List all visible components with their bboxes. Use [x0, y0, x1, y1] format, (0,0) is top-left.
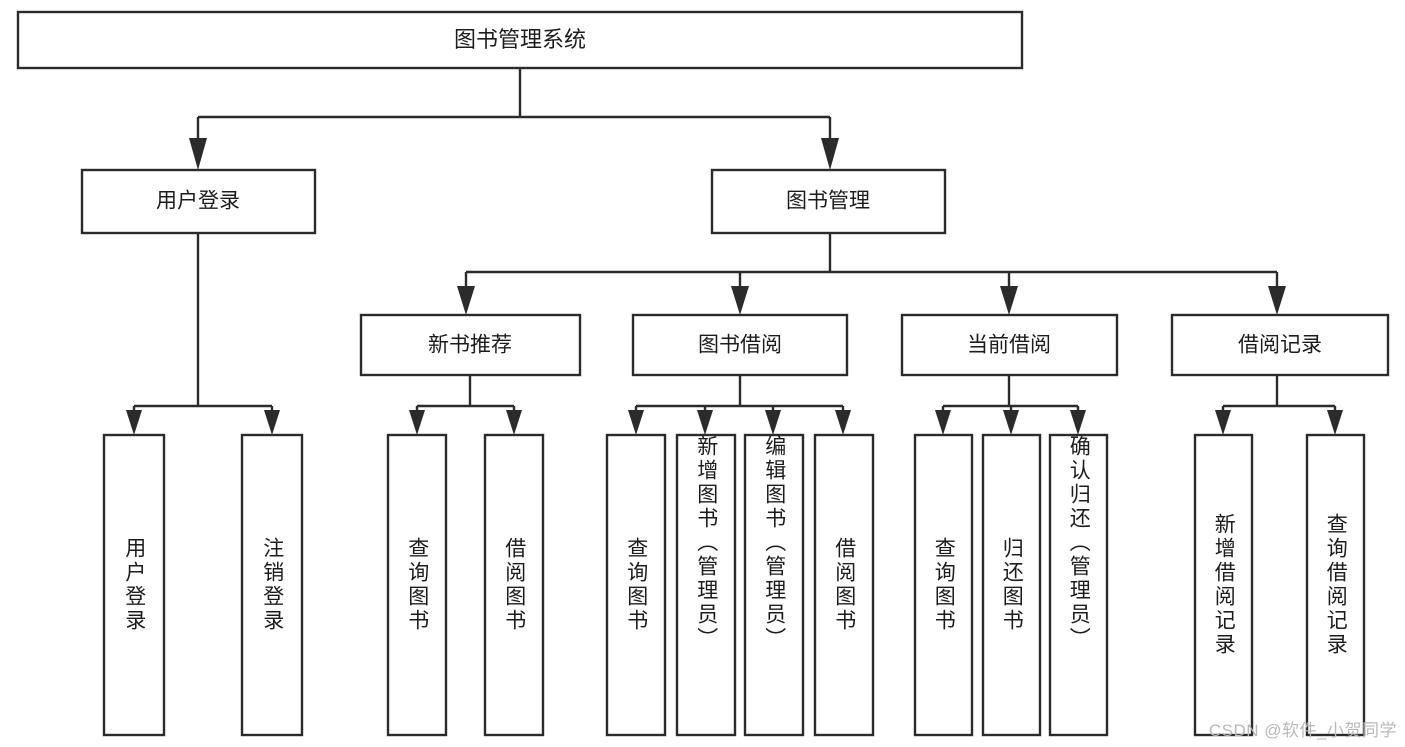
node-label: 图书管理 — [786, 190, 870, 213]
connector-bookmanage-to-level3 — [457, 233, 1286, 315]
node-book-manage[interactable]: 图书管理 — [710, 168, 947, 235]
arrow-icon — [1070, 410, 1086, 435]
leaf-box-current-borrow-1[interactable] — [913, 433, 974, 737]
connector-newbook-to-leaves — [409, 375, 522, 435]
node-label: 用户登录 — [156, 190, 240, 213]
arrow-icon — [697, 410, 713, 435]
node-borrow-record[interactable]: 借阅记录 — [1170, 313, 1390, 377]
leaf-box-book-borrow-4[interactable] — [813, 433, 875, 737]
arrow-icon — [628, 410, 644, 435]
node-box — [900, 313, 1119, 377]
node-label: 图书借阅 — [698, 334, 782, 357]
arrow-icon — [731, 286, 749, 315]
arrow-icon — [126, 410, 142, 435]
arrow-icon — [935, 410, 951, 435]
node-box — [359, 313, 582, 377]
arrow-icon — [189, 138, 207, 170]
connector-borrowrecord-to-leaves — [1215, 375, 1343, 435]
node-box — [16, 10, 1024, 70]
arrow-icon — [765, 410, 781, 435]
connector-userlogin-to-leaves — [126, 233, 280, 435]
watermark: CSDN @软件_小贺同学 — [1208, 721, 1397, 740]
leaf-box-book-borrow-1[interactable] — [605, 433, 667, 737]
leaf-box-user-login-1[interactable] — [102, 433, 166, 737]
node-box — [710, 168, 947, 235]
arrow-icon — [457, 286, 475, 315]
leaf-box-new-book-1[interactable] — [386, 433, 448, 737]
leaf-box-book-borrow-3[interactable] — [743, 433, 805, 737]
arrow-icon — [821, 138, 839, 170]
leaf-box-current-borrow-3[interactable] — [1048, 433, 1109, 737]
connector-currentborrow-to-leaves — [935, 375, 1086, 435]
leaf-box-new-book-2[interactable] — [483, 433, 545, 737]
arrow-icon — [506, 410, 522, 435]
arrow-icon — [264, 410, 280, 435]
leaf-box-user-login-2[interactable] — [240, 433, 304, 737]
node-label: 图书管理系统 — [454, 27, 586, 52]
arrow-icon — [1268, 286, 1286, 315]
arrow-icon — [1003, 410, 1019, 435]
arrow-icon — [1000, 286, 1018, 315]
node-box — [1170, 313, 1390, 377]
arrow-icon — [409, 410, 425, 435]
node-current-borrow[interactable]: 当前借阅 — [900, 313, 1119, 377]
node-label: 当前借阅 — [967, 334, 1051, 357]
node-new-book-recommend[interactable]: 新书推荐 — [359, 313, 582, 377]
node-box — [631, 313, 849, 377]
node-root[interactable]: 图书管理系统 — [16, 10, 1024, 70]
node-label: 新书推荐 — [428, 334, 512, 357]
leaf-box-borrow-record-1[interactable] — [1193, 433, 1254, 737]
arrow-icon — [835, 410, 851, 435]
leaf-box-book-borrow-2[interactable] — [675, 433, 737, 737]
connector-root-to-level2 — [189, 68, 839, 170]
node-box — [80, 168, 317, 235]
connector-bookborrow-to-leaves — [628, 375, 851, 435]
leaf-box-current-borrow-2[interactable] — [981, 433, 1042, 737]
leaf-box-borrow-record-2[interactable] — [1305, 433, 1366, 737]
arrow-icon — [1327, 410, 1343, 435]
node-book-borrow[interactable]: 图书借阅 — [631, 313, 849, 377]
node-label: 借阅记录 — [1238, 334, 1322, 357]
arrow-icon — [1215, 410, 1231, 435]
node-user-login[interactable]: 用户登录 — [80, 168, 317, 235]
